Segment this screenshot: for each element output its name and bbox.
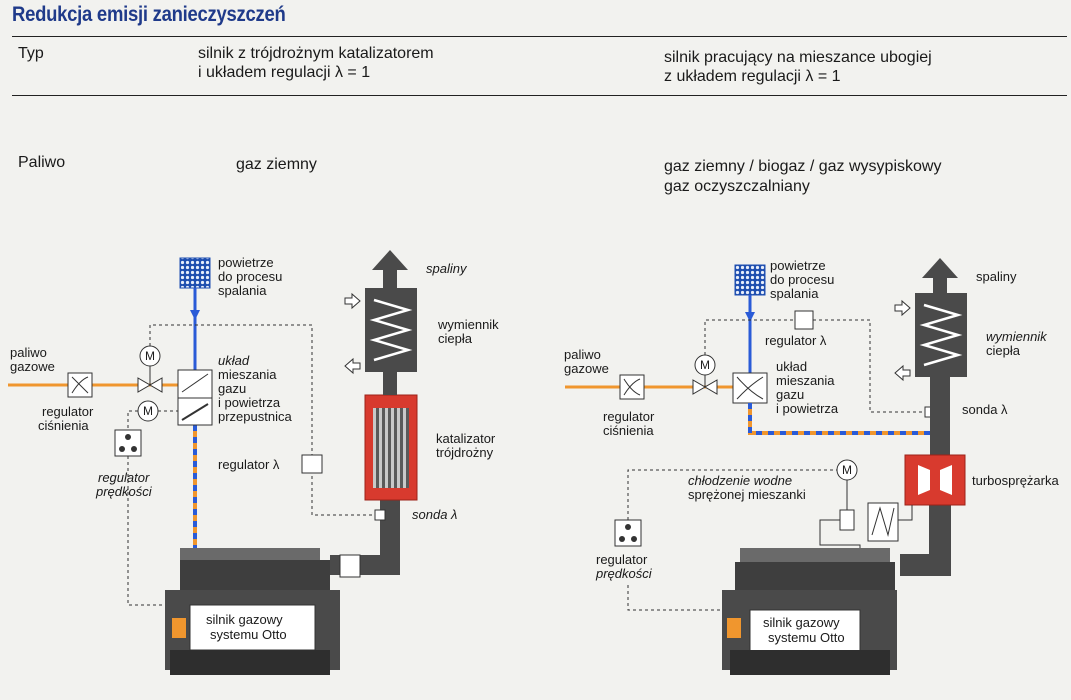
left-air-label-2: do procesu — [218, 269, 283, 284]
speed-regulator-right — [614, 519, 642, 547]
intercooler — [867, 502, 899, 542]
right-pressure-reg-label-1: regulator — [603, 409, 655, 424]
engine-left — [165, 548, 340, 675]
right-hx-label-1: wymiennik — [986, 329, 1047, 344]
left-hx-label-1: wymiennik — [438, 317, 499, 332]
left-probe-label: sonda λ — [412, 507, 458, 522]
right-speed-reg-label-1: regulator — [596, 552, 648, 567]
right-speed-reg-label-2: prędkości — [596, 566, 652, 581]
left-mixer-label-3: gazu — [218, 381, 247, 396]
lambda-regulator-right — [794, 310, 814, 330]
right-hx-label-2: ciepła — [986, 343, 1020, 358]
right-diagram — [565, 258, 967, 675]
right-turbo-label: turbosprężarka — [972, 473, 1059, 488]
typ-label: Typ — [18, 45, 44, 62]
left-motor-label-1: M — [145, 349, 155, 363]
right-motor-label-2: M — [842, 463, 852, 477]
left-fuel-label-1: paliwo — [10, 345, 47, 360]
left-catalyst-label-1: katalizator — [436, 431, 496, 446]
pressure-regulator-right — [619, 374, 645, 400]
typ-right-line1: silnik pracujący na mieszance ubogiej — [664, 49, 932, 66]
left-speed-reg-label-1: regulator — [98, 470, 150, 485]
paliwo-left: gaz ziemny — [236, 156, 317, 173]
air-filter-left — [179, 257, 211, 289]
right-exhaust-label: spaliny — [976, 269, 1017, 284]
lambda-regulator-left — [301, 454, 323, 474]
right-lambda-reg-label: regulator λ — [765, 333, 827, 348]
right-engine-label-2: systemu Otto — [768, 630, 845, 645]
typ-divider — [12, 95, 1067, 96]
right-air-label-1: powietrze — [770, 258, 826, 273]
right-pressure-reg-label-2: ciśnienia — [603, 423, 654, 438]
right-fuel-label-1: paliwo — [564, 347, 601, 362]
left-mixer-label-4: i powietrza — [218, 395, 281, 410]
right-mixer-label-4: i powietrza — [776, 401, 839, 416]
typ-right-line2: z układem regulacji λ = 1 — [664, 68, 841, 85]
left-lambda-reg-label: regulator λ — [218, 457, 280, 472]
left-air-label-1: powietrze — [218, 255, 274, 270]
engine-right — [722, 548, 897, 675]
left-engine-label-1: silnik gazowy — [206, 612, 283, 627]
left-exhaust-label: spaliny — [426, 261, 467, 276]
header-divider — [12, 36, 1067, 37]
typ-left-line1: silnik z trójdrożnym katalizatorem — [198, 45, 434, 62]
left-pressure-reg-label-2: ciśnienia — [38, 418, 89, 433]
page-title: Redukcja emisji zanieczyszczeń — [12, 3, 286, 26]
left-mixer-label-2: mieszania — [218, 367, 277, 382]
paliwo-right-line1: gaz ziemny / biogaz / gaz wysypiskowy — [664, 158, 942, 175]
speed-regulator-left — [114, 429, 142, 457]
turbocharger — [904, 454, 966, 506]
left-speed-reg-label-2: prędkości — [96, 484, 152, 499]
right-mixer-label-3: gazu — [776, 387, 805, 402]
left-diagram — [8, 250, 418, 675]
right-air-label-3: spalania — [770, 286, 819, 301]
right-probe-label: sonda λ — [962, 402, 1008, 417]
left-catalyst-label-2: trójdrożny — [436, 445, 494, 460]
paliwo-right-line2: gaz oczyszczalniany — [664, 178, 810, 195]
left-fuel-label-2: gazowe — [10, 359, 55, 374]
right-motor-label-1: M — [700, 358, 710, 372]
typ-left-line2: i układem regulacji λ = 1 — [198, 64, 371, 81]
left-engine-label-2: systemu Otto — [210, 627, 287, 642]
right-cooling-label-1: chłodzenie wodne — [688, 473, 793, 488]
right-mixer-label-1: układ — [776, 359, 808, 374]
right-engine-label-1: silnik gazowy — [763, 615, 840, 630]
left-pressure-reg-label-1: regulator — [42, 404, 94, 419]
left-air-label-3: spalania — [218, 283, 267, 298]
left-mixer-label-5: przepustnica — [218, 409, 292, 424]
right-fuel-label-2: gazowe — [564, 361, 609, 376]
right-air-label-2: do procesu — [770, 272, 835, 287]
right-mixer-label-2: mieszania — [776, 373, 835, 388]
left-motor-label-2: M — [143, 404, 153, 418]
paliwo-label: Paliwo — [18, 154, 66, 171]
air-filter-right — [734, 264, 766, 296]
left-hx-label-2: ciepła — [438, 331, 472, 346]
left-mixer-label-1: układ — [218, 353, 250, 368]
right-cooling-label-2: sprężonej mieszanki — [688, 487, 806, 502]
